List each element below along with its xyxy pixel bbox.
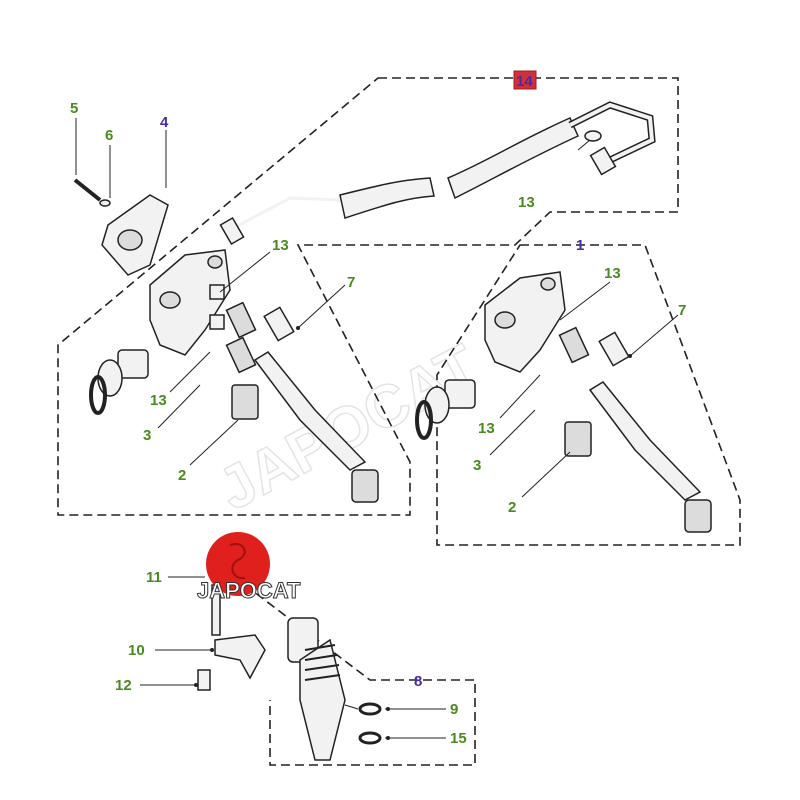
part-label-3[interactable]: 3 <box>143 427 151 444</box>
part-label-7[interactable]: 7 <box>347 274 355 291</box>
part-label-13[interactable]: 13 <box>518 194 535 211</box>
part-label-5[interactable]: 5 <box>70 100 78 117</box>
group-label-1[interactable]: 1 <box>576 237 584 254</box>
part-label-13[interactable]: 13 <box>272 237 289 254</box>
highlight-box-14 <box>513 70 537 90</box>
japocat-logo: JAPOCAT <box>197 532 302 604</box>
part-label-11[interactable]: 11 <box>146 569 162 586</box>
fuel-pipe <box>219 101 656 246</box>
injector-assembly <box>197 584 382 761</box>
group-1-outline <box>436 244 741 546</box>
leader-lines <box>75 118 679 740</box>
group-label-8[interactable]: 8 <box>414 673 422 690</box>
part-label-12[interactable]: 12 <box>115 677 132 694</box>
logo-text: JAPOCAT <box>197 578 301 603</box>
part-label-9[interactable]: 9 <box>450 701 458 718</box>
part-label-3[interactable]: 3 <box>473 457 481 474</box>
group-label-14[interactable]: 14 <box>516 73 533 90</box>
part-label-13[interactable]: 13 <box>478 420 495 437</box>
part-label-2[interactable]: 2 <box>178 467 186 484</box>
group-8-outline <box>244 584 476 766</box>
part-label-7[interactable]: 7 <box>678 302 686 319</box>
part-label-13[interactable]: 13 <box>150 392 167 409</box>
part-label-2[interactable]: 2 <box>508 499 516 516</box>
group-14-outline <box>57 77 679 516</box>
part-label-15[interactable]: 15 <box>450 730 467 747</box>
fuel-pump-left <box>73 178 379 503</box>
group-label-4[interactable]: 4 <box>160 114 169 131</box>
part-label-6[interactable]: 6 <box>105 127 113 144</box>
fuel-pump-right <box>415 271 712 533</box>
part-label-10[interactable]: 10 <box>128 642 145 659</box>
part-label-13[interactable]: 13 <box>604 265 621 282</box>
